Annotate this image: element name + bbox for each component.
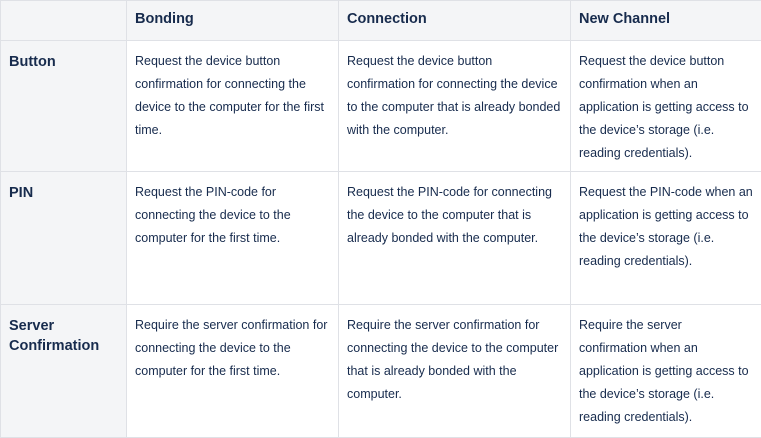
table-header-row: Bonding Connection New Channel bbox=[1, 1, 761, 41]
cell-pin-bonding: Request the PIN-code for connecting the … bbox=[127, 172, 339, 305]
table-row-server-confirmation: Server Confirmation Require the server c… bbox=[1, 305, 761, 438]
header-corner-cell bbox=[1, 1, 127, 41]
cell-server-connection: Require the server confirmation for conn… bbox=[339, 305, 571, 438]
column-header-connection: Connection bbox=[339, 1, 571, 41]
cell-button-new-channel: Request the device button confirmation w… bbox=[571, 41, 761, 172]
row-header-pin: PIN bbox=[1, 172, 127, 305]
cell-button-connection: Request the device button confirmation f… bbox=[339, 41, 571, 172]
column-header-new-channel: New Channel bbox=[571, 1, 761, 41]
cell-button-bonding: Request the device button confirmation f… bbox=[127, 41, 339, 172]
cell-pin-connection: Request the PIN-code for connecting the … bbox=[339, 172, 571, 305]
cell-server-bonding: Require the server confirmation for conn… bbox=[127, 305, 339, 438]
row-header-server-confirmation: Server Confirmation bbox=[1, 305, 127, 438]
table-row-pin: PIN Request the PIN-code for connecting … bbox=[1, 172, 761, 305]
column-header-bonding: Bonding bbox=[127, 1, 339, 41]
table-row-button: Button Request the device button confirm… bbox=[1, 41, 761, 172]
cell-pin-new-channel: Request the PIN-code when an application… bbox=[571, 172, 761, 305]
row-header-button: Button bbox=[1, 41, 127, 172]
cell-server-new-channel: Require the server confirmation when an … bbox=[571, 305, 761, 438]
